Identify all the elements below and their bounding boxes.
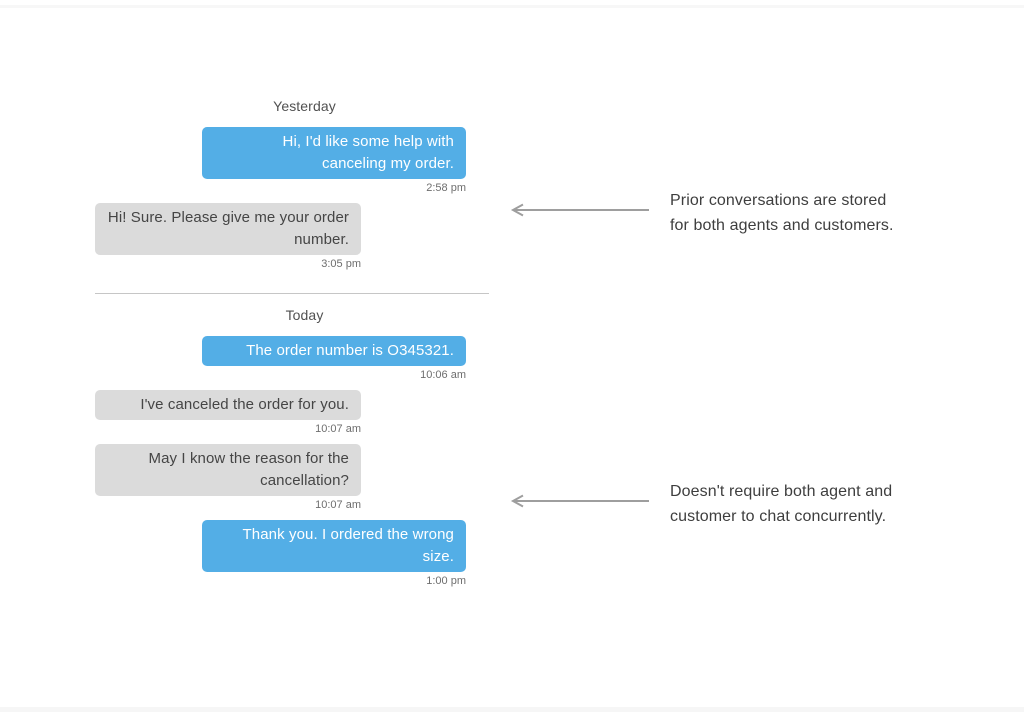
message-timestamp: 2:58 pm: [426, 182, 466, 194]
message-line: I've canceled the order for you.: [140, 396, 349, 413]
message-timestamp: 10:06 am: [420, 369, 466, 381]
customer-message-bubble: Hi, I'd like some help with canceling my …: [202, 127, 466, 179]
bottom-edge-artifact: [0, 707, 1024, 712]
message-line: number.: [294, 231, 349, 248]
message-customer: Thank you. I ordered the wrong size. 1:00 …: [95, 520, 466, 596]
message-line: size.: [422, 548, 454, 565]
annotation-prior-conversations: Prior conversations are stored for both …: [670, 188, 894, 238]
annotation-line: Prior conversations are stored: [670, 192, 887, 209]
message-timestamp: 10:07 am: [315, 423, 361, 435]
customer-message-bubble: The order number is O345321.: [202, 336, 466, 366]
left-arrow-icon: [510, 494, 649, 508]
agent-message-bubble: May I know the reason for the cancellatio…: [95, 444, 361, 496]
message-customer: Hi, I'd like some help with canceling my …: [95, 127, 466, 203]
message-timestamp: 1:00 pm: [426, 575, 466, 587]
message-customer: The order number is O345321. 10:06 am: [95, 336, 466, 390]
top-edge-artifact: [0, 5, 1024, 8]
agent-message-bubble: Hi! Sure. Please give me your order numbe…: [95, 203, 361, 255]
message-timestamp: 3:05 pm: [321, 258, 361, 270]
left-arrow-icon: [510, 203, 649, 217]
annotation-line: Doesn't require both agent and: [670, 483, 893, 500]
message-agent: I've canceled the order for you. 10:07 am: [95, 390, 466, 444]
message-line: Hi! Sure. Please give me your order: [107, 209, 349, 226]
annotation-line: customer to chat concurrently.: [670, 508, 887, 525]
message-line: cancellation?: [260, 472, 349, 489]
agent-message-bubble: I've canceled the order for you.: [95, 390, 361, 420]
day-label: Yesterday: [273, 98, 336, 114]
customer-message-bubble: Thank you. I ordered the wrong size.: [202, 520, 466, 572]
message-line: Thank you. I ordered the wrong: [242, 526, 454, 543]
message-agent: May I know the reason for the cancellatio…: [95, 444, 466, 520]
annotation-line: for both agents and customers.: [670, 217, 894, 234]
message-line: The order number is O345321.: [246, 342, 454, 359]
day-label: Today: [285, 307, 324, 323]
annotation-async-chat: Doesn't require both agent and customer …: [670, 479, 892, 529]
day-divider: [95, 293, 489, 294]
message-line: canceling my order.: [322, 155, 454, 172]
message-timestamp: 10:07 am: [315, 499, 361, 511]
message-agent: Hi! Sure. Please give me your order numbe…: [95, 203, 466, 279]
message-line: May I know the reason for the: [148, 450, 349, 467]
message-line: Hi, I'd like some help with: [282, 133, 454, 150]
